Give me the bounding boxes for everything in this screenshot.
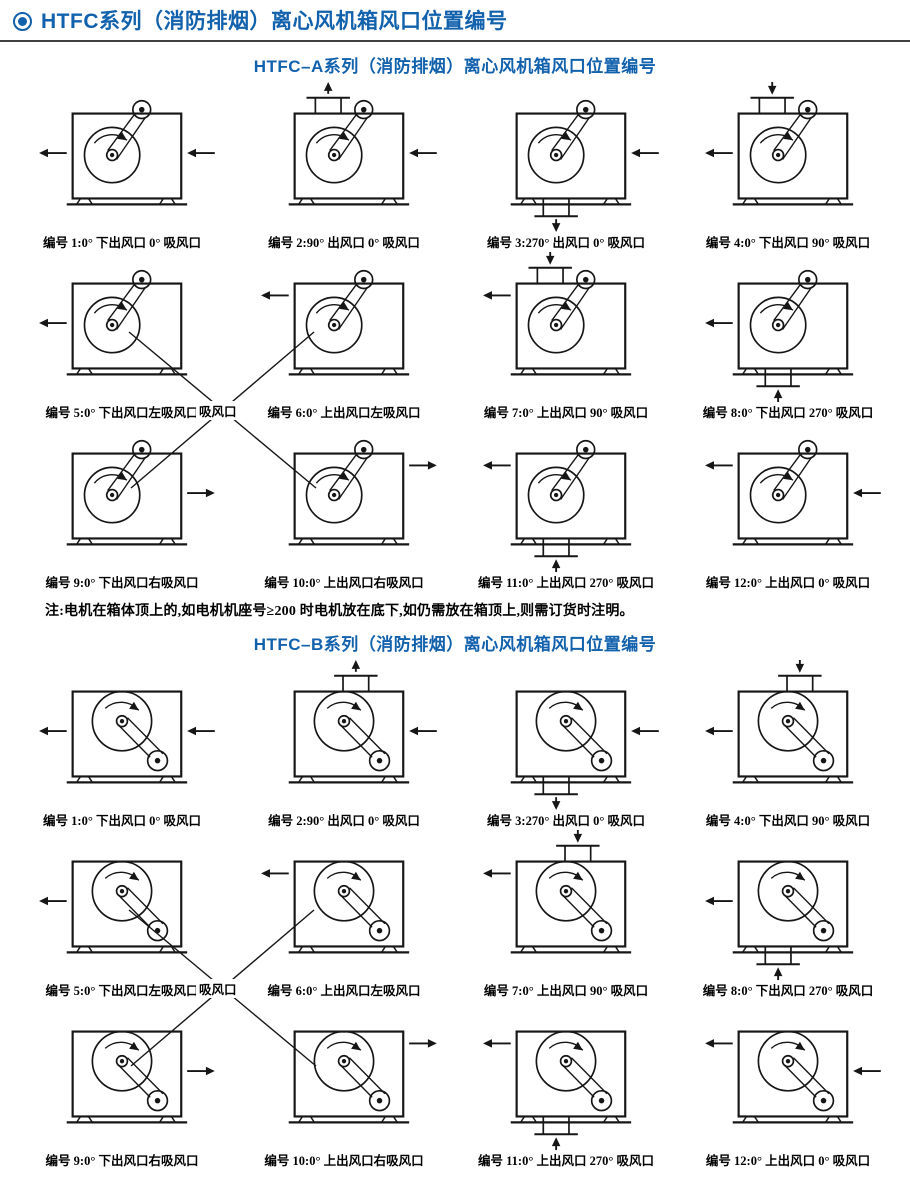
fan-diagram bbox=[510, 99, 659, 233]
fan-diagram bbox=[288, 1030, 437, 1124]
fan-diagram-cell: 编号 6:0° 上出风口左吸风口 bbox=[233, 250, 455, 420]
diagram-caption: 编号 11:0° 上出风口 270° 吸风口 bbox=[478, 1154, 654, 1169]
diagram-caption: 编号 1:0° 下出风口 0° 吸风口 bbox=[43, 814, 201, 829]
diagram-caption: 编号 6:0° 上出风口左吸风口 bbox=[267, 984, 421, 999]
fan-diagram-cell: 编号 11:0° 上出风口 270° 吸风口 bbox=[455, 998, 677, 1168]
page-title: HTFC系列（消防排烟）离心风机箱风口位置编号 bbox=[41, 10, 508, 33]
fan-diagram-cell: 编号 9:0° 下出风口右吸风口 bbox=[11, 420, 233, 590]
diagram-caption: 编号 4:0° 下出风口 90° 吸风口 bbox=[705, 236, 871, 251]
fan-diagram bbox=[705, 860, 854, 981]
fan-diagram-cell: 编号 9:0° 下出风口右吸风口 bbox=[11, 998, 233, 1168]
bullet-icon bbox=[13, 12, 32, 32]
fan-diagram-cell: 编号 4:0° 下出风口 90° 吸风口 bbox=[677, 658, 899, 828]
diagram-caption: 编号 10:0° 上出风口右吸风口 bbox=[264, 576, 424, 591]
fan-diagram-cell: 编号 8:0° 下出风口 270° 吸风口 bbox=[677, 250, 899, 420]
section-b-grid-wrap: 编号 1:0° 下出风口 0° 吸风口编号 2:90° 出风口 0° 吸风口编号… bbox=[11, 658, 899, 1168]
diagram-caption: 编号 11:0° 上出风口 270° 吸风口 bbox=[478, 576, 654, 591]
diagram-caption: 编号 7:0° 上出风口 90° 吸风口 bbox=[483, 984, 649, 999]
fan-diagram bbox=[66, 1030, 215, 1124]
fan-diagram-cell: 编号 5:0° 下出风口左吸风口 bbox=[11, 828, 233, 998]
diagram-caption: 编号 12:0° 上出风口 0° 吸风口 bbox=[705, 576, 871, 591]
fan-diagram bbox=[39, 690, 215, 784]
section-a-grid-wrap: 编号 1:0° 下出风口 0° 吸风口编号 2:90° 出风口 0° 吸风口编号… bbox=[11, 80, 899, 590]
fan-diagram-cell: 编号 11:0° 上出风口 270° 吸风口 bbox=[455, 420, 677, 590]
fan-diagram-cell: 编号 4:0° 下出风口 90° 吸风口 bbox=[677, 80, 899, 250]
fan-diagram-cell: 编号 3:270° 出风口 0° 吸风口 bbox=[455, 658, 677, 828]
fan-diagram-cell: 编号 7:0° 上出风口 90° 吸风口 bbox=[455, 828, 677, 998]
fan-diagram bbox=[66, 439, 215, 546]
fan-diagram-cell: 编号 7:0° 上出风口 90° 吸风口 bbox=[455, 250, 677, 420]
fan-diagram bbox=[483, 252, 632, 376]
section-htfc-b: HTFC–B系列（消防排烟）离心风机箱风口位置编号 编号 1:0° 下出风口 0… bbox=[11, 630, 899, 1168]
diagram-caption: 编号 8:0° 下出风口 270° 吸风口 bbox=[702, 984, 874, 999]
fan-diagram-cell: 编号 10:0° 上出风口右吸风口 bbox=[233, 420, 455, 590]
diagram-caption: 编号 4:0° 下出风口 90° 吸风口 bbox=[705, 814, 871, 829]
diagram-caption: 编号 7:0° 上出风口 90° 吸风口 bbox=[483, 406, 649, 421]
fan-diagram-cell: 编号 1:0° 下出风口 0° 吸风口 bbox=[11, 80, 233, 250]
diagram-caption: 编号 6:0° 上出风口左吸风口 bbox=[267, 406, 421, 421]
diagram-caption: 编号 8:0° 下出风口 270° 吸风口 bbox=[702, 406, 874, 421]
diagram-caption: 编号 2:90° 出风口 0° 吸风口 bbox=[268, 236, 420, 251]
fan-diagram bbox=[483, 439, 632, 573]
diagram-caption: 编号 5:0° 下出风口左吸风口 bbox=[45, 984, 199, 999]
inlet-label: 吸风口 bbox=[196, 979, 240, 999]
fan-diagram bbox=[39, 860, 188, 954]
diagram-caption: 编号 3:270° 出风口 0° 吸风口 bbox=[487, 814, 645, 829]
fan-diagram bbox=[705, 1030, 881, 1124]
fan-diagram-cell: 编号 12:0° 上出风口 0° 吸风口 bbox=[677, 420, 899, 590]
fan-diagram bbox=[483, 1030, 632, 1151]
fan-diagram-cell: 编号 8:0° 下出风口 270° 吸风口 bbox=[677, 828, 899, 998]
diagram-caption: 编号 12:0° 上出风口 0° 吸风口 bbox=[705, 1154, 871, 1169]
diagram-caption: 编号 9:0° 下出风口右吸风口 bbox=[45, 576, 199, 591]
fan-diagram-cell: 编号 6:0° 上出风口左吸风口 bbox=[233, 828, 455, 998]
fan-diagram bbox=[261, 860, 410, 954]
page-header: HTFC系列（消防排烟）离心风机箱风口位置编号 bbox=[0, 6, 910, 43]
diagram-caption: 编号 9:0° 下出风口右吸风口 bbox=[45, 1154, 199, 1169]
diagram-caption: 编号 2:90° 出风口 0° 吸风口 bbox=[268, 814, 420, 829]
fan-diagram bbox=[705, 660, 854, 784]
diagram-caption: 编号 1:0° 下出风口 0° 吸风口 bbox=[43, 236, 201, 251]
section-a-title: HTFC–A系列（消防排烟）离心风机箱风口位置编号 bbox=[253, 57, 657, 77]
inlet-label: 吸风口 bbox=[196, 401, 240, 421]
section-a-diagram-grid: 编号 1:0° 下出风口 0° 吸风口编号 2:90° 出风口 0° 吸风口编号… bbox=[11, 80, 899, 590]
fan-diagram bbox=[39, 269, 188, 376]
fan-diagram bbox=[261, 269, 410, 376]
fan-diagram bbox=[705, 269, 854, 403]
fan-diagram-cell: 编号 2:90° 出风口 0° 吸风口 bbox=[233, 80, 455, 250]
fan-diagram bbox=[288, 82, 437, 206]
fan-diagram-cell: 编号 12:0° 上出风口 0° 吸风口 bbox=[677, 998, 899, 1168]
fan-diagram-cell: 编号 5:0° 下出风口左吸风口 bbox=[11, 250, 233, 420]
diagram-caption: 编号 3:270° 出风口 0° 吸风口 bbox=[487, 236, 645, 251]
section-b-title: HTFC–B系列（消防排烟）离心风机箱风口位置编号 bbox=[253, 635, 657, 655]
fan-diagram-cell: 编号 3:270° 出风口 0° 吸风口 bbox=[455, 80, 677, 250]
fan-diagram bbox=[510, 690, 659, 811]
fan-diagram-cell: 编号 10:0° 上出风口右吸风口 bbox=[233, 998, 455, 1168]
fan-diagram bbox=[39, 99, 215, 206]
fan-diagram-cell: 编号 1:0° 下出风口 0° 吸风口 bbox=[11, 658, 233, 828]
fan-diagram bbox=[288, 439, 437, 546]
diagram-caption: 编号 10:0° 上出风口右吸风口 bbox=[264, 1154, 424, 1169]
fan-diagram bbox=[288, 660, 437, 784]
section-b-diagram-grid: 编号 1:0° 下出风口 0° 吸风口编号 2:90° 出风口 0° 吸风口编号… bbox=[11, 658, 899, 1168]
diagram-caption: 编号 5:0° 下出风口左吸风口 bbox=[45, 406, 199, 421]
fan-diagram bbox=[705, 439, 881, 546]
fan-diagram-cell: 编号 2:90° 出风口 0° 吸风口 bbox=[233, 658, 455, 828]
section-htfc-a: HTFC–A系列（消防排烟）离心风机箱风口位置编号 编号 1:0° 下出风口 0… bbox=[11, 52, 899, 590]
fan-diagram bbox=[483, 830, 632, 954]
note-text: 注:电机在箱体顶上的,如电机机座号≥200 时电机放在底下,如仍需放在箱顶上,则… bbox=[45, 604, 634, 620]
fan-diagram bbox=[705, 82, 854, 206]
